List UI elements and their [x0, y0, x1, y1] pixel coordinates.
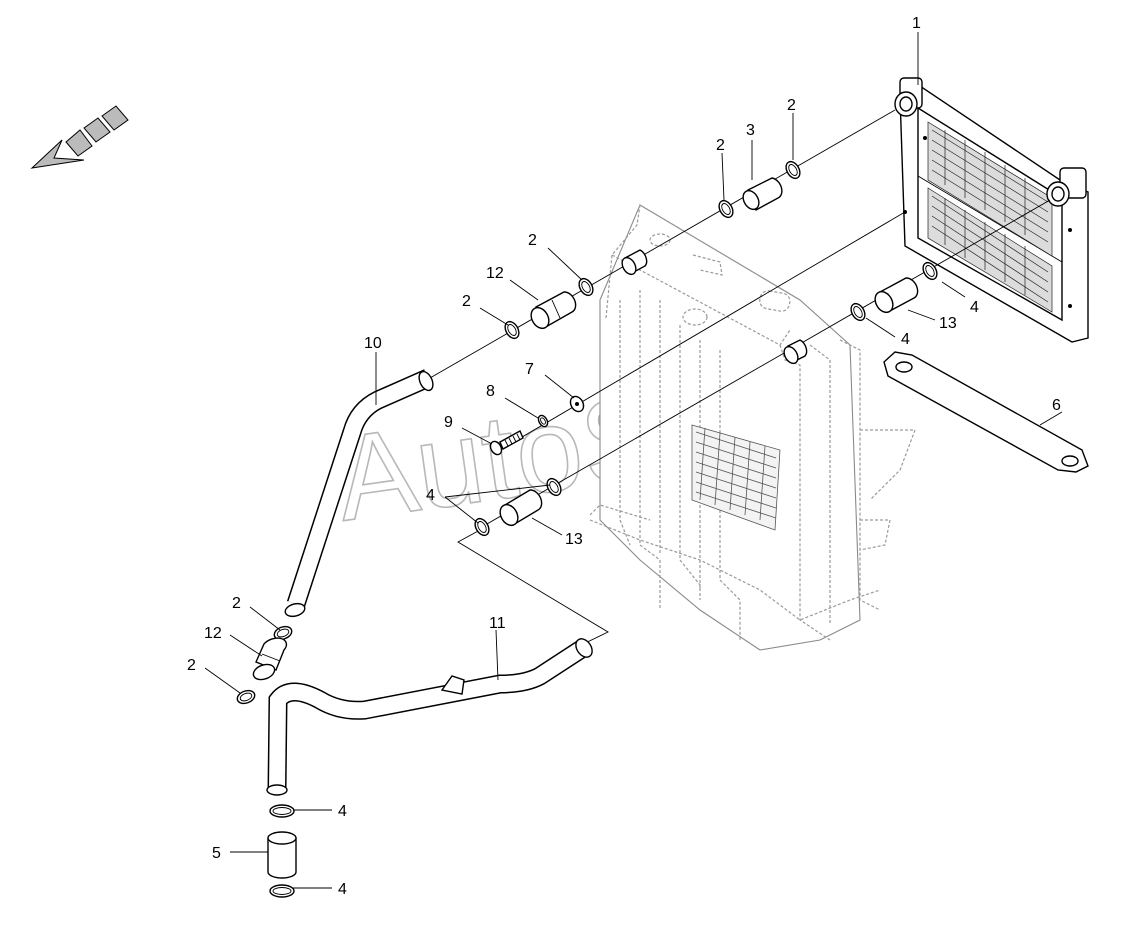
hose-13-upper: [874, 277, 919, 314]
callout-3: 3: [746, 122, 755, 139]
hose-3: [742, 177, 783, 211]
callout-5: 5: [212, 845, 221, 862]
hose-clamp-bottom-2: [269, 884, 295, 898]
mounting-bracket: [883, 351, 1089, 473]
callout-2: 2: [462, 293, 471, 310]
pipe-stub-lower: [783, 339, 808, 365]
hose-clamp-lower-4: [474, 517, 490, 537]
hose-clamp-upper-1: [785, 160, 801, 180]
callout-4: 4: [970, 299, 979, 316]
pipe-stub-frame: [621, 249, 648, 276]
hose-clamp-upper-3: [578, 277, 594, 297]
hose-clamp-bottom-1: [269, 804, 295, 818]
callout-11: 11: [489, 615, 506, 632]
lock-washer-8: [537, 414, 549, 428]
callout-12: 12: [486, 265, 504, 282]
hose-clamp-lower-2: [850, 302, 866, 322]
callout-4: 4: [901, 331, 910, 348]
callout-9: 9: [444, 414, 453, 431]
hose-5: [267, 831, 297, 879]
hose-13-lower: [499, 489, 543, 527]
callout-13: 13: [939, 315, 957, 332]
hose-12-lower: [252, 637, 288, 681]
hose-clamp-lower-1: [922, 261, 938, 281]
callout-6: 6: [1052, 397, 1061, 414]
callout-7: 7: [525, 361, 534, 378]
callout-4: 4: [338, 803, 347, 820]
callout-2: 2: [716, 137, 725, 154]
hose-clamp-upper-2: [718, 199, 734, 219]
oil-cooler: [894, 77, 1089, 343]
pipe-10: [284, 369, 434, 618]
hose-clamp-left-2: [236, 689, 256, 705]
callout-8: 8: [486, 383, 495, 400]
callout-4: 4: [338, 881, 347, 898]
callouts: 1 2 3 2 2 12 2 4 13 4 6 10 7 8 9 4 13 2 …: [187, 15, 1061, 898]
radiator-frame-ghost: [589, 204, 916, 651]
callout-13: 13: [565, 531, 583, 548]
bolt-9: [489, 430, 524, 456]
pipe-11: [266, 638, 593, 796]
hose-clamp-upper-4: [504, 320, 520, 340]
callout-2: 2: [528, 232, 537, 249]
callout-2: 2: [787, 97, 796, 114]
callout-12: 12: [204, 625, 222, 642]
callout-1: 1: [912, 15, 921, 32]
assembly-lines: [429, 109, 1051, 649]
leader-lines: [204, 32, 1063, 889]
callout-4: 4: [426, 487, 435, 504]
callout-2: 2: [232, 595, 241, 612]
callout-10: 10: [364, 335, 382, 352]
ghost-grille: [691, 424, 781, 531]
callout-2: 2: [187, 657, 196, 674]
hose-clamp-lower-3: [546, 477, 562, 497]
hose-12-upper: [530, 291, 577, 330]
direction-arrow-icon: [30, 105, 129, 169]
hose-clamp-left-1: [273, 625, 293, 641]
